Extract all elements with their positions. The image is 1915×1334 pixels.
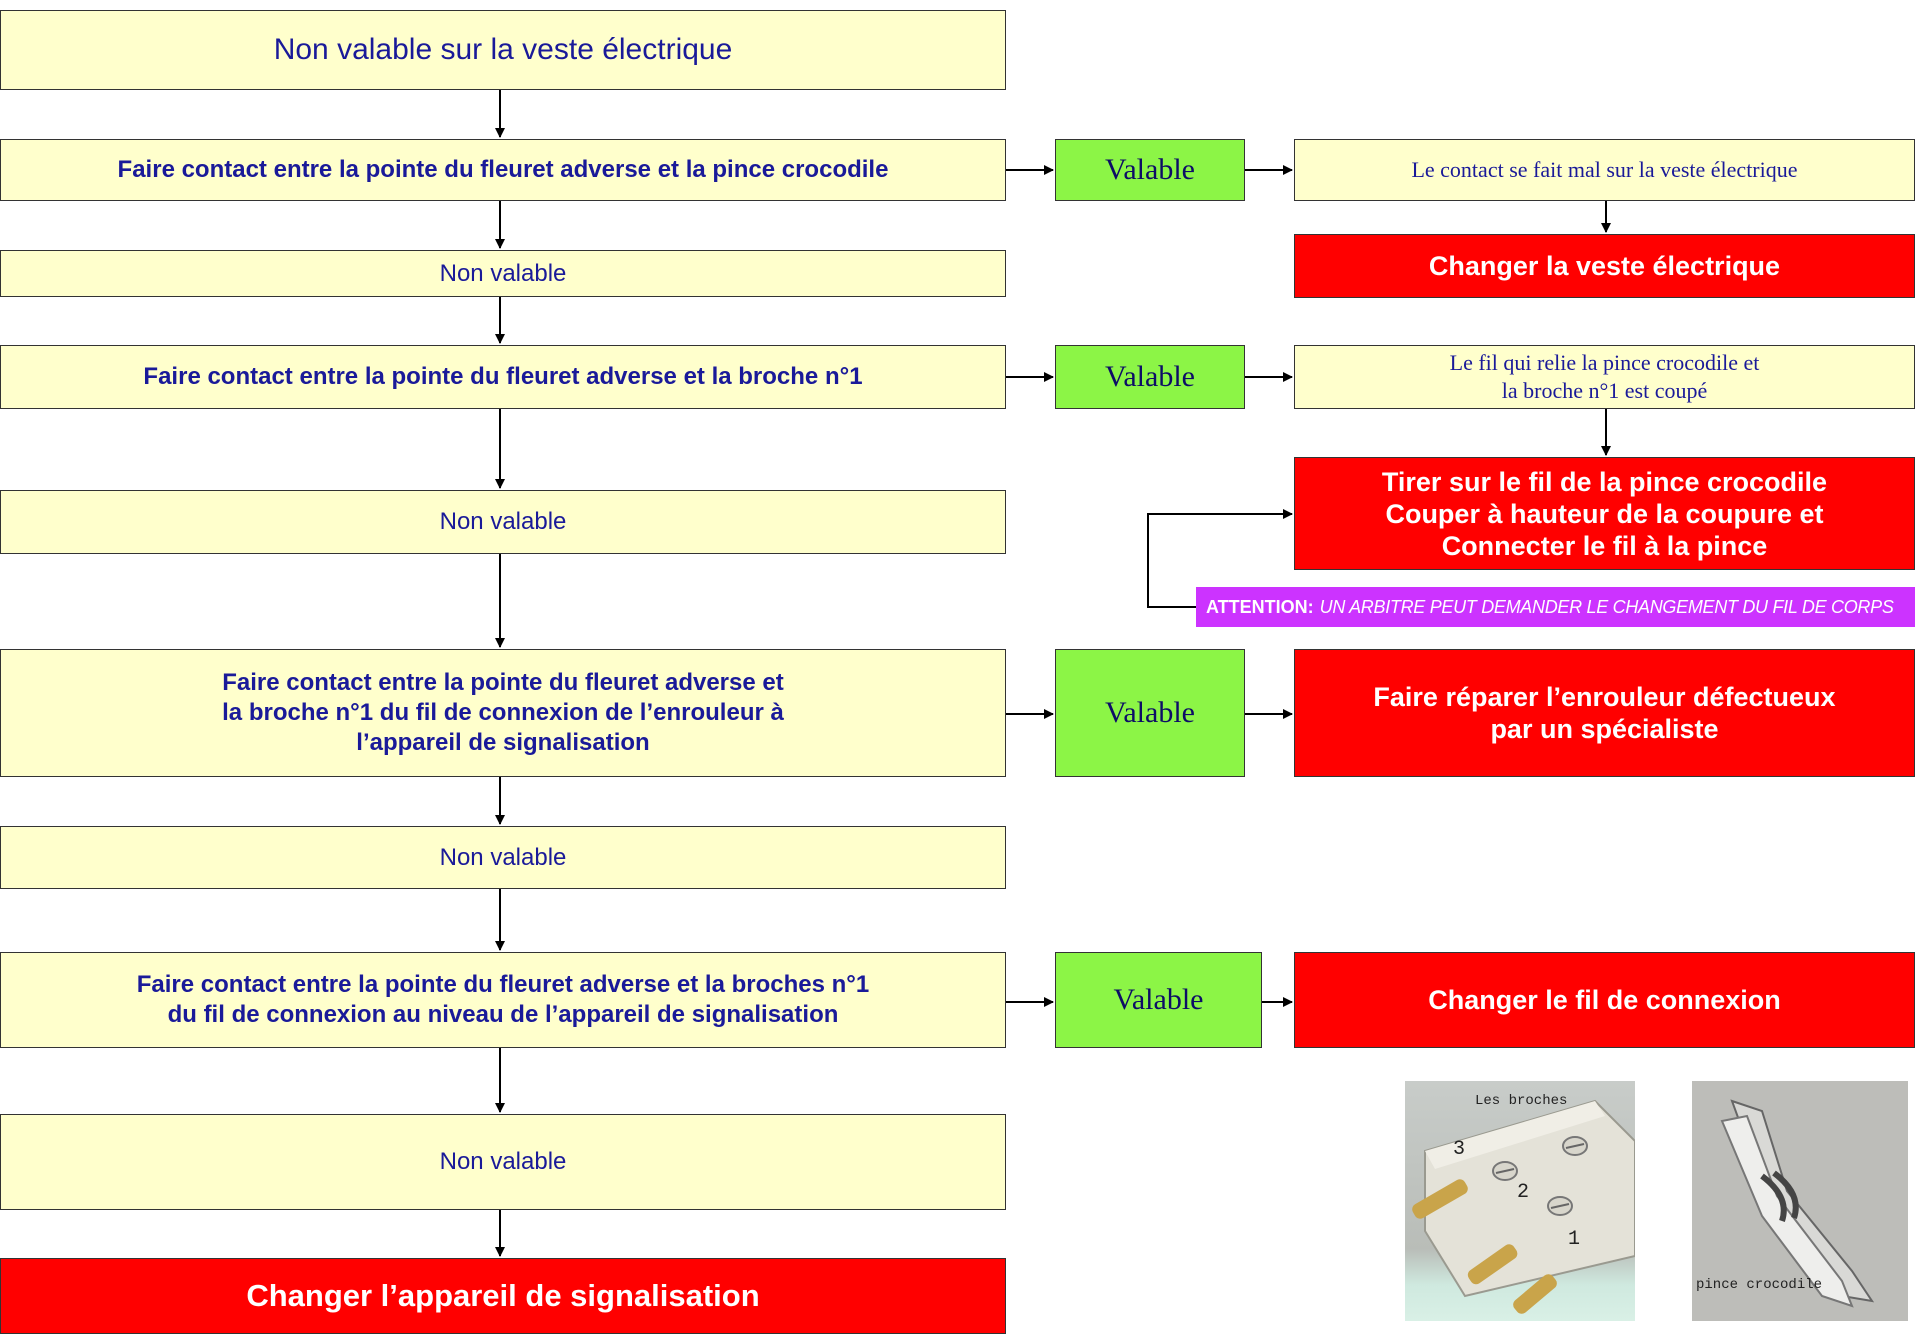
attention-label: ATTENTION:: [1206, 596, 1314, 617]
valable-box-3: Valable: [1055, 649, 1245, 777]
final-action-box: Changer l’appareil de signalisation: [0, 1258, 1006, 1334]
valable-box-2: Valable: [1055, 345, 1245, 409]
action-box-3: Faire réparer l’enrouleur défectueux par…: [1294, 649, 1915, 777]
non-valable-box-3: Non valable: [0, 826, 1006, 889]
result-box-1: Le contact se fait mal sur la veste élec…: [1294, 139, 1915, 201]
title-box: Non valable sur la veste électrique: [0, 10, 1006, 90]
pince-label: pince crocodile: [1696, 1277, 1823, 1293]
action-box-4: Changer le fil de connexion: [1294, 952, 1915, 1048]
non-valable-box-2: Non valable: [0, 490, 1006, 554]
step2-box: Faire contact entre la pointe du fleuret…: [0, 345, 1006, 409]
arrow-attention-to-action2: [1147, 509, 1293, 608]
action-box-2: Tirer sur le fil de la pince crocodile C…: [1294, 457, 1915, 570]
broches-label: Les broches: [1475, 1093, 1568, 1109]
pin-number-2: 2: [1517, 1181, 1530, 1204]
action-box-1: Changer la veste électrique: [1294, 234, 1915, 298]
broches-photo: Les broches 3 2 1: [1405, 1081, 1635, 1321]
attention-box: ATTENTION: UN ARBITRE PEUT DEMANDER LE C…: [1196, 587, 1915, 627]
step3-box: Faire contact entre la pointe du fleuret…: [0, 649, 1006, 777]
step4-box: Faire contact entre la pointe du fleuret…: [0, 952, 1006, 1048]
valable-box-1: Valable: [1055, 139, 1245, 201]
non-valable-box-4: Non valable: [0, 1114, 1006, 1210]
pin-number-1: 1: [1568, 1228, 1581, 1251]
result-box-2: Le fil qui relie la pince crocodile et l…: [1294, 345, 1915, 409]
non-valable-box-1: Non valable: [0, 250, 1006, 297]
step1-box: Faire contact entre la pointe du fleuret…: [0, 139, 1006, 201]
pin-number-3: 3: [1453, 1138, 1466, 1161]
attention-message: UN ARBITRE PEUT DEMANDER LE CHANGEMENT D…: [1319, 596, 1894, 617]
plug-illustration: [1412, 1099, 1635, 1314]
valable-box-4: Valable: [1055, 952, 1262, 1048]
crocodile-clip-illustration: [1720, 1099, 1875, 1308]
pince-crocodile-photo: pince crocodile: [1692, 1081, 1908, 1321]
